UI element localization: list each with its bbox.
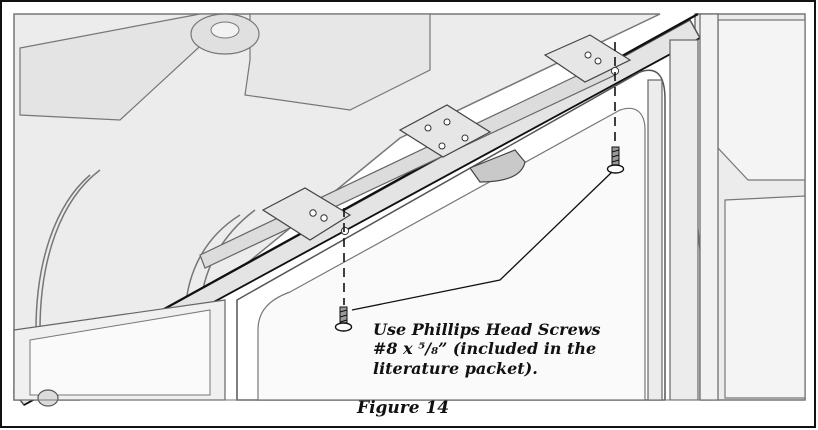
right-post-outer (647, 79, 663, 401)
callout-leader-line (351, 171, 613, 311)
left-bracket-hole-2 (320, 214, 328, 222)
figure-caption: Figure 14 (357, 398, 450, 418)
left-bracket (261, 187, 352, 241)
center-plate-hole-2 (443, 118, 451, 126)
center-plate (398, 104, 492, 158)
hinge-pin (37, 389, 59, 407)
center-tab (469, 149, 526, 183)
left-screw (334, 306, 353, 332)
callout-text-line-2: #8 x ⁵/₈” (included in the (373, 339, 597, 358)
right-bracket (543, 34, 632, 83)
door-inner-panel (257, 107, 646, 401)
callout-text-line-1: Use Phillips Head Screws (373, 320, 601, 339)
center-plate-hole-1 (424, 124, 432, 132)
center-plate-hole-3 (438, 142, 446, 150)
center-plate-hole-4 (461, 134, 469, 142)
left-bracket-hole-1 (309, 209, 317, 217)
right-cabinet-lower-face (724, 195, 806, 399)
right-cabinet-upper-face (717, 19, 806, 181)
side-curve-1 (39, 169, 101, 331)
cabinet-knob (210, 21, 240, 39)
cabinet-recess-center (244, 13, 431, 111)
side-curve-2 (35, 174, 91, 331)
left-bracket-hole-3 (340, 226, 350, 236)
cabinet-recess-left (19, 13, 237, 121)
right-post-inner (669, 39, 699, 401)
right-bracket-hole-2 (594, 57, 602, 65)
callout-text-line-3: literature packet). (373, 359, 538, 378)
right-screw (606, 146, 625, 174)
right-post-edge (699, 13, 719, 401)
right-bracket-hole-1 (584, 51, 592, 59)
left-lower-panel (29, 309, 211, 396)
